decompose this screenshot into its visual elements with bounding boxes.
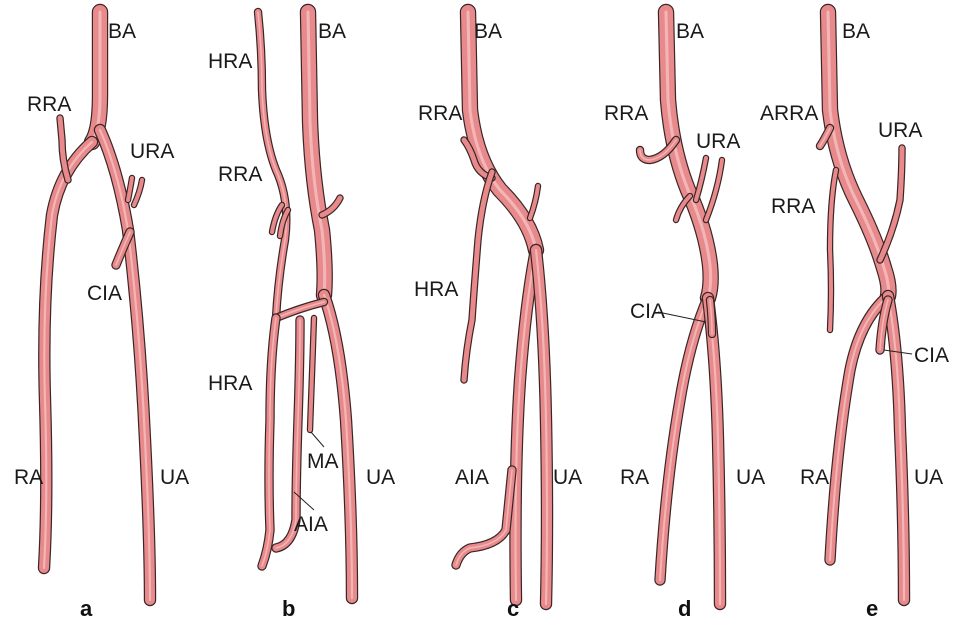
panel-letter-c: c xyxy=(507,596,519,621)
label-ua: UA xyxy=(160,466,189,489)
label-cia: CIA xyxy=(630,300,665,323)
label-cia: CIA xyxy=(914,344,949,367)
label-rra: RRA xyxy=(218,163,262,186)
label-ba: BA xyxy=(318,20,346,43)
label-hra-mid: HRA xyxy=(208,372,252,395)
vessel-ba xyxy=(666,12,711,298)
label-ra: RA xyxy=(800,466,829,489)
panel-letter-a: a xyxy=(80,596,93,621)
vessel-ura-2 xyxy=(706,160,722,220)
label-ba: BA xyxy=(842,20,870,43)
panel-e: BA ARRA URA RRA CIA RA UA e xyxy=(760,12,949,621)
label-ua: UA xyxy=(736,466,765,489)
label-ra: RA xyxy=(620,466,649,489)
label-hra: HRA xyxy=(414,278,458,301)
label-ba: BA xyxy=(676,20,704,43)
label-ua: UA xyxy=(914,466,943,489)
panel-letter-d: d xyxy=(678,596,691,621)
label-hra-top: HRA xyxy=(208,50,252,73)
label-ua: UA xyxy=(366,466,395,489)
panel-letter-e: e xyxy=(866,596,878,621)
panel-letter-b: b xyxy=(282,596,295,621)
label-ura: URA xyxy=(696,130,740,153)
label-cia: CIA xyxy=(87,282,122,305)
label-ura: URA xyxy=(878,119,922,142)
vessel-ra xyxy=(660,298,708,580)
label-ura: URA xyxy=(130,140,174,163)
panel-c: BA RRA HRA AIA UA c xyxy=(414,12,582,621)
label-rra: RRA xyxy=(418,102,462,125)
label-ba: BA xyxy=(108,20,136,43)
label-ma: MA xyxy=(307,450,339,473)
leader-ma xyxy=(311,432,324,447)
label-rra: RRA xyxy=(771,195,815,218)
panel-b: HRA BA RRA HRA MA UA AIA b xyxy=(208,12,395,621)
label-ua: UA xyxy=(553,466,582,489)
label-rra: RRA xyxy=(604,102,648,125)
label-arra: ARRA xyxy=(760,102,818,125)
label-ra: RA xyxy=(14,466,43,489)
label-rra: RRA xyxy=(27,93,71,116)
label-aia: AIA xyxy=(294,513,328,536)
label-ba: BA xyxy=(474,20,502,43)
panel-d: BA RRA URA CIA RA UA d xyxy=(604,12,765,621)
label-aia: AIA xyxy=(455,466,489,489)
panel-a: BA RRA URA CIA RA UA a xyxy=(14,12,189,621)
